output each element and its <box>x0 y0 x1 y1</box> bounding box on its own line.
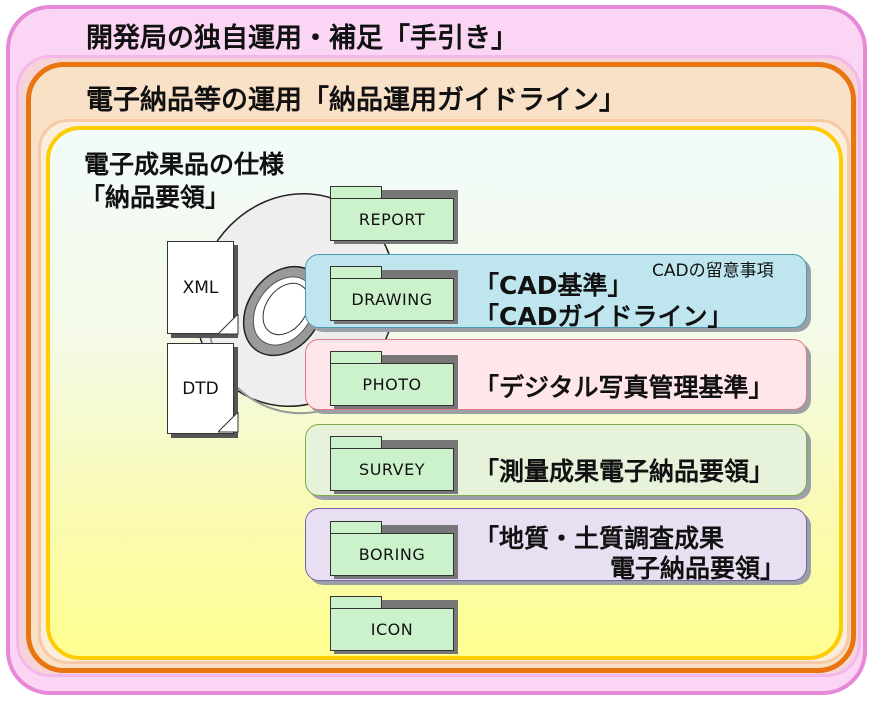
folder-icon <box>330 186 382 200</box>
folder-icon <box>330 351 382 365</box>
folder-drawing: DRAWING <box>330 266 458 324</box>
outer-panel-title: 開発局の独自運用・補足「手引き」 <box>86 23 518 54</box>
boring-standard-label-line1: 「地質・土質調査成果 <box>474 524 725 553</box>
folder-boring: BORING <box>330 521 458 579</box>
folder-report: REPORT <box>330 186 458 244</box>
page-fold-icon <box>218 412 239 433</box>
folder-label: PHOTO <box>362 375 422 394</box>
folder-icon <box>330 436 382 450</box>
cad-note: CADの留意事項 <box>652 261 774 281</box>
dtd-document-label: DTD <box>182 378 219 399</box>
inner-panel-title-line1: 電子成果品の仕様 <box>84 150 285 179</box>
survey-standard-label: 「測量成果電子納品要領」 <box>474 457 775 486</box>
folder-icon <box>330 521 382 535</box>
inner-panel-title-line2: 「納品要領」 <box>80 183 231 212</box>
dtd-document: DTD <box>167 343 234 434</box>
folder-label: REPORT <box>358 210 426 229</box>
folder-icon-dir: ICON <box>330 596 458 654</box>
cad-standard-label: 「CAD基準」 <box>474 271 633 300</box>
folder-label: BORING <box>358 545 426 564</box>
folder-icon <box>330 266 382 280</box>
page-fold-icon <box>218 314 239 335</box>
middle-panel-title: 電子納品等の運用「納品運用ガイドライン」 <box>86 85 626 116</box>
folder-survey: SURVEY <box>330 436 458 494</box>
xml-document-label: XML <box>182 277 219 298</box>
folder-label: DRAWING <box>351 290 433 309</box>
cad-guideline-label: 「CADガイドライン」 <box>474 302 733 331</box>
folder-label: ICON <box>370 620 414 639</box>
folder-icon <box>330 596 382 610</box>
xml-document: XML <box>167 241 234 334</box>
folder-photo: PHOTO <box>330 351 458 409</box>
boring-standard-label-line2: 電子納品要領」 <box>610 554 786 583</box>
folder-label: SURVEY <box>359 460 425 479</box>
photo-standard-label: 「デジタル写真管理基準」 <box>474 373 774 402</box>
